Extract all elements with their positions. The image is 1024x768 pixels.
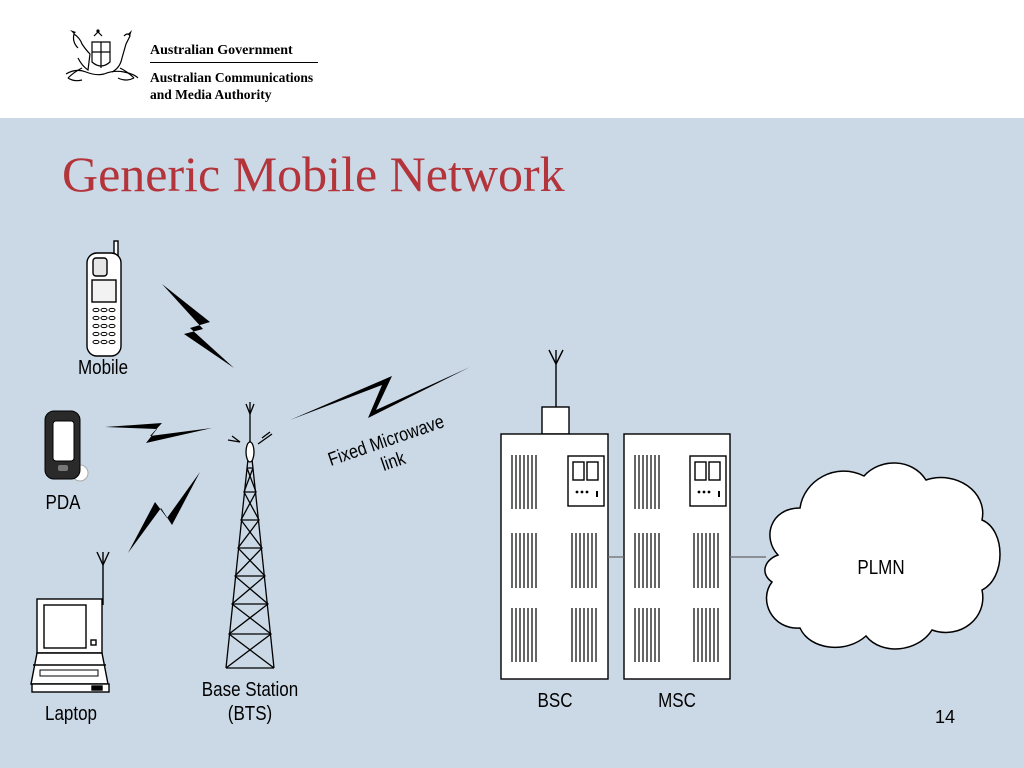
plmn-label: PLMN <box>857 557 905 579</box>
pda-label: PDA <box>45 492 81 514</box>
government-name: Australian Government <box>150 43 318 63</box>
slide-title: Generic Mobile Network <box>62 146 565 202</box>
base-station-tower-icon <box>225 402 275 669</box>
mobile-label: Mobile <box>77 357 129 379</box>
radio-link-laptop-icon <box>128 472 200 553</box>
mobile-phone-icon <box>86 240 122 357</box>
radio-link-mobile-icon <box>162 284 234 368</box>
radio-link-pda-icon <box>105 423 212 443</box>
agency-name-line1: Australian Communications <box>150 70 314 85</box>
base-station-label-line1: Base Station <box>201 679 299 701</box>
laptop-label: Laptop <box>44 703 97 725</box>
microwave-link-icon <box>290 367 470 420</box>
msc-cabinet-icon <box>623 433 731 680</box>
bsc-label: BSC <box>537 690 573 712</box>
page-number: 14 <box>935 707 956 727</box>
coat-of-arms-logo <box>65 29 139 82</box>
agency-name: Australian Communications and Media Auth… <box>150 69 350 103</box>
pda-icon <box>44 410 89 482</box>
base-station-label-line2: (BTS) <box>227 703 273 725</box>
header-banner: Australian Government Australian Communi… <box>0 0 1024 118</box>
laptop-icon <box>30 551 110 693</box>
plmn-cloud-icon <box>764 462 1001 650</box>
base-station-label: Base Station (BTS) <box>186 678 314 726</box>
agency-name-line2: and Media Authority <box>150 87 272 102</box>
bsc-cabinet-icon <box>500 349 609 680</box>
msc-label: MSC <box>658 690 696 712</box>
